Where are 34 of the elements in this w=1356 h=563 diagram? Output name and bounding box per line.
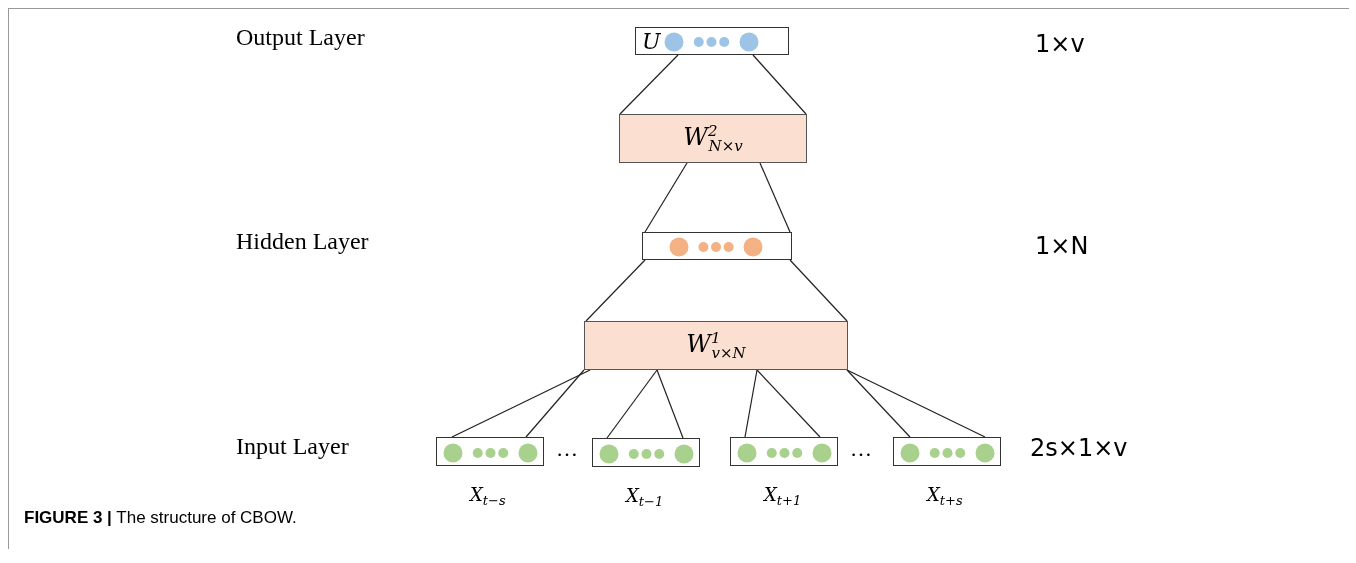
- vector-box: [893, 437, 1001, 466]
- vector-symbol: U: [642, 28, 661, 54]
- vector-label: X$_{t−s}$: [470, 484, 506, 508]
- connector-line: [752, 54, 807, 115]
- vector-box: [642, 232, 792, 260]
- connector-line: [759, 162, 791, 233]
- connector-line: [744, 369, 758, 438]
- layer-label: Input Layer: [236, 433, 349, 460]
- layer-label: 1×v: [1035, 30, 1085, 58]
- vector-label: X$_{t−1}$: [626, 485, 664, 509]
- vector-box: [635, 27, 789, 55]
- vector-label: X$_{t+1}$: [764, 484, 802, 508]
- layer-label: Hidden Layer: [236, 228, 369, 255]
- connector-line: [756, 369, 821, 438]
- connector-line: [644, 162, 688, 233]
- layer-label: 1×N: [1035, 232, 1089, 260]
- layer-label: …: [556, 436, 578, 462]
- connector-line: [451, 369, 591, 438]
- layer-label: …: [850, 436, 872, 462]
- vector-box: [592, 438, 700, 467]
- connector-line: [846, 369, 986, 438]
- layer-label: 2s×1×v: [1030, 434, 1128, 462]
- connector-line: [525, 369, 585, 438]
- connector-line: [585, 259, 646, 322]
- vector-box: [436, 437, 544, 466]
- vector-label: X$_{t+s}$: [927, 484, 963, 508]
- connector-line: [619, 54, 679, 115]
- figure-caption: FIGURE 3 | The structure of CBOW.: [24, 508, 297, 528]
- connector-line: [656, 369, 684, 439]
- connector-line: [606, 369, 658, 439]
- layer-label: Output Layer: [236, 24, 365, 51]
- connector-line: [846, 369, 911, 438]
- connector-line: [789, 259, 848, 322]
- vector-box: [730, 437, 838, 466]
